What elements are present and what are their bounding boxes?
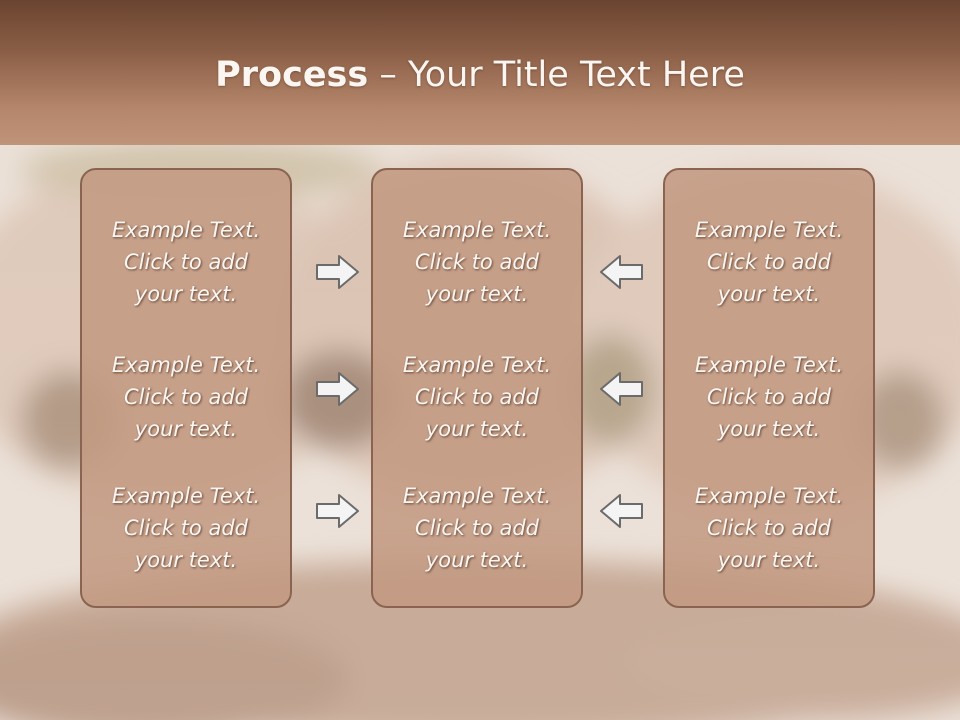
slide-title[interactable]: Process – Your Title Text Here xyxy=(0,50,960,100)
process-panel-2: Example Text. Click to add your text. Ex… xyxy=(371,168,583,608)
arrow-left-icon xyxy=(600,494,643,528)
text-line: Example Text. xyxy=(694,353,844,377)
text-line: your text. xyxy=(134,548,238,572)
arrow-right-icon xyxy=(316,372,359,406)
text-line: Example Text. xyxy=(402,218,552,242)
text-line: Click to add xyxy=(706,250,831,274)
text-line: Example Text. xyxy=(402,353,552,377)
text-line: Click to add xyxy=(706,385,831,409)
arrow-left-icon xyxy=(600,372,643,406)
panel-text-block[interactable]: Example Text. Click to add your text. xyxy=(665,349,873,445)
text-line: Example Text. xyxy=(111,484,261,508)
text-line: Example Text. xyxy=(694,218,844,242)
title-band xyxy=(0,0,960,145)
panel-text-block[interactable]: Example Text. Click to add your text. xyxy=(82,349,290,445)
text-line: your text. xyxy=(425,548,529,572)
title-rest: – Your Title Text Here xyxy=(368,55,745,95)
text-line: Click to add xyxy=(414,250,539,274)
title-bold: Process xyxy=(215,55,369,95)
text-line: your text. xyxy=(134,417,238,441)
text-line: your text. xyxy=(134,282,238,306)
panel-text-block[interactable]: Example Text. Click to add your text. xyxy=(665,480,873,576)
text-line: your text. xyxy=(425,417,529,441)
panel-text-block[interactable]: Example Text. Click to add your text. xyxy=(665,214,873,310)
text-line: Click to add xyxy=(123,516,248,540)
arrow-right-icon xyxy=(316,255,359,289)
text-line: Example Text. xyxy=(111,353,261,377)
text-line: Click to add xyxy=(706,516,831,540)
text-line: your text. xyxy=(717,282,821,306)
text-line: Example Text. xyxy=(694,484,844,508)
text-line: Example Text. xyxy=(111,218,261,242)
arrow-left-icon xyxy=(600,255,643,289)
panel-text-block[interactable]: Example Text. Click to add your text. xyxy=(373,214,581,310)
text-line: Click to add xyxy=(123,250,248,274)
arrow-right-icon xyxy=(316,494,359,528)
text-line: Click to add xyxy=(414,516,539,540)
panel-text-block[interactable]: Example Text. Click to add your text. xyxy=(82,480,290,576)
text-line: Click to add xyxy=(123,385,248,409)
process-panel-3: Example Text. Click to add your text. Ex… xyxy=(663,168,875,608)
text-line: your text. xyxy=(717,548,821,572)
text-line: Click to add xyxy=(414,385,539,409)
text-line: Example Text. xyxy=(402,484,552,508)
process-panel-1: Example Text. Click to add your text. Ex… xyxy=(80,168,292,608)
panel-text-block[interactable]: Example Text. Click to add your text. xyxy=(373,349,581,445)
panel-text-block[interactable]: Example Text. Click to add your text. xyxy=(373,480,581,576)
text-line: your text. xyxy=(425,282,529,306)
panel-text-block[interactable]: Example Text. Click to add your text. xyxy=(82,214,290,310)
text-line: your text. xyxy=(717,417,821,441)
